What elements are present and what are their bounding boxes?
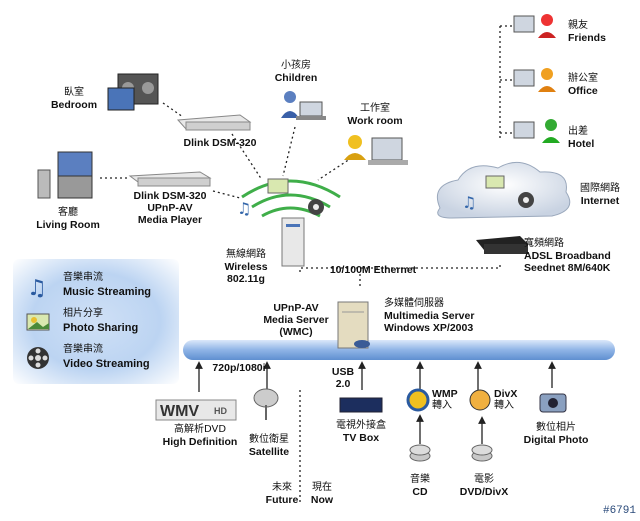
work-room-label: 工作室 Work room: [347, 103, 403, 127]
hotel-label: 出差 Hotel: [568, 126, 595, 150]
photo-icon: [26, 313, 50, 331]
legend-music: ♫ 音樂串流 Music Streaming: [25, 271, 185, 301]
legend-video: 音樂串流 Video Streaming: [25, 343, 185, 373]
dsm320-player-icon: [176, 114, 252, 131]
hd-dvd-label: 高解析DVD High Definition: [162, 424, 238, 448]
music-note-icon: ♫: [27, 276, 47, 299]
legend-photo: 相片分享 Photo Sharing: [25, 307, 185, 337]
children-label: 小孩房 Children: [274, 60, 318, 84]
hd-resolution-label: 720p/1080i: [212, 362, 266, 374]
svg-text:♫: ♫: [237, 199, 251, 218]
disc-stacks: [409, 444, 493, 462]
living-room-devices: [37, 151, 93, 199]
bedroom-devices: [107, 73, 159, 111]
legend-video-en: Video Streaming: [63, 358, 150, 370]
future-label: 未來 Future: [265, 482, 299, 506]
adsl-modem-icon: [476, 236, 528, 254]
wireless-label: 無線網路 Wireless 802.11g: [224, 249, 268, 285]
living-room-label: 客廳 Living Room: [36, 207, 100, 231]
satellite-dish-icon: [253, 388, 279, 420]
svg-text:♫: ♫: [27, 276, 47, 299]
dsm320-label: Dlink DSM-320: [183, 137, 257, 149]
wireless-waves: [241, 179, 341, 218]
legend-panel: ♫ 音樂串流 Music Streaming 相片分享 Photo Sharin…: [13, 259, 179, 384]
import-badges: [406, 388, 491, 412]
svg-text:HD: HD: [214, 406, 227, 416]
wmv-hd-logo: WMV HD: [155, 399, 237, 421]
network-bus: [183, 340, 615, 360]
usb-label: USB 2.0: [331, 366, 355, 390]
svg-text:WMV: WMV: [160, 403, 199, 420]
ethernet-label: 10/100M Ethernet: [329, 264, 417, 276]
office-label: 辦公室 Office: [568, 73, 598, 97]
multimedia-server-label: 多媒體伺服器 Multimedia Server Windows XP/2003: [384, 298, 475, 334]
divx-label: DivX 轉入: [494, 388, 518, 411]
media-server-icon: [337, 301, 370, 349]
legend-music-en: Music Streaming: [63, 286, 152, 298]
internet-stream-icons: ♫: [462, 175, 534, 212]
wireless-router-icon: [281, 217, 305, 267]
work-room-user-icon: [344, 135, 408, 165]
legend-photo-zh: 相片分享: [63, 308, 103, 319]
bedroom-label: 臥室 Bedroom: [50, 87, 98, 111]
wmp-label: WMP 轉入: [432, 388, 458, 411]
internet-cloud: [436, 161, 571, 219]
media-server-label: UPnP-AV Media Server (WMC): [263, 302, 329, 338]
tv-box-icon: [339, 397, 383, 413]
film-reel-icon: [27, 347, 49, 369]
dotted-links: [100, 25, 526, 505]
friends-label: 親友 Friends: [568, 20, 606, 44]
image-id-watermark: #6791: [602, 505, 636, 517]
dsm320-media-player-icon: [128, 171, 212, 187]
legend-photo-en: Photo Sharing: [63, 322, 139, 334]
movie-label: 電影 DVD/DivX: [459, 474, 509, 498]
tv-box-label: 電視外接盒 TV Box: [336, 420, 386, 444]
music-cd-label: 音樂 CD: [410, 474, 430, 498]
satellite-label: 數位衛星 Satellite: [248, 434, 290, 458]
digital-photo-label: 數位相片 Digital Photo: [523, 422, 589, 446]
adsl-label: 寬頻網路 ADSL Broadband Seednet 8M/640K: [524, 238, 611, 274]
svg-text:♫: ♫: [462, 193, 476, 212]
children-user-icon: [281, 91, 326, 120]
remote-user-icons: [513, 14, 560, 143]
stream-icons: ♫: [237, 178, 324, 218]
now-label: 現在 Now: [310, 482, 334, 506]
legend-video-zh: 音樂串流: [63, 344, 103, 355]
legend-music-zh: 音樂串流: [63, 272, 103, 283]
media-player-label: Dlink DSM-320 UPnP-AV Media Player: [133, 190, 207, 226]
digital-camera-icon: [539, 393, 567, 413]
internet-label: 國際網路 Internet: [580, 183, 620, 207]
